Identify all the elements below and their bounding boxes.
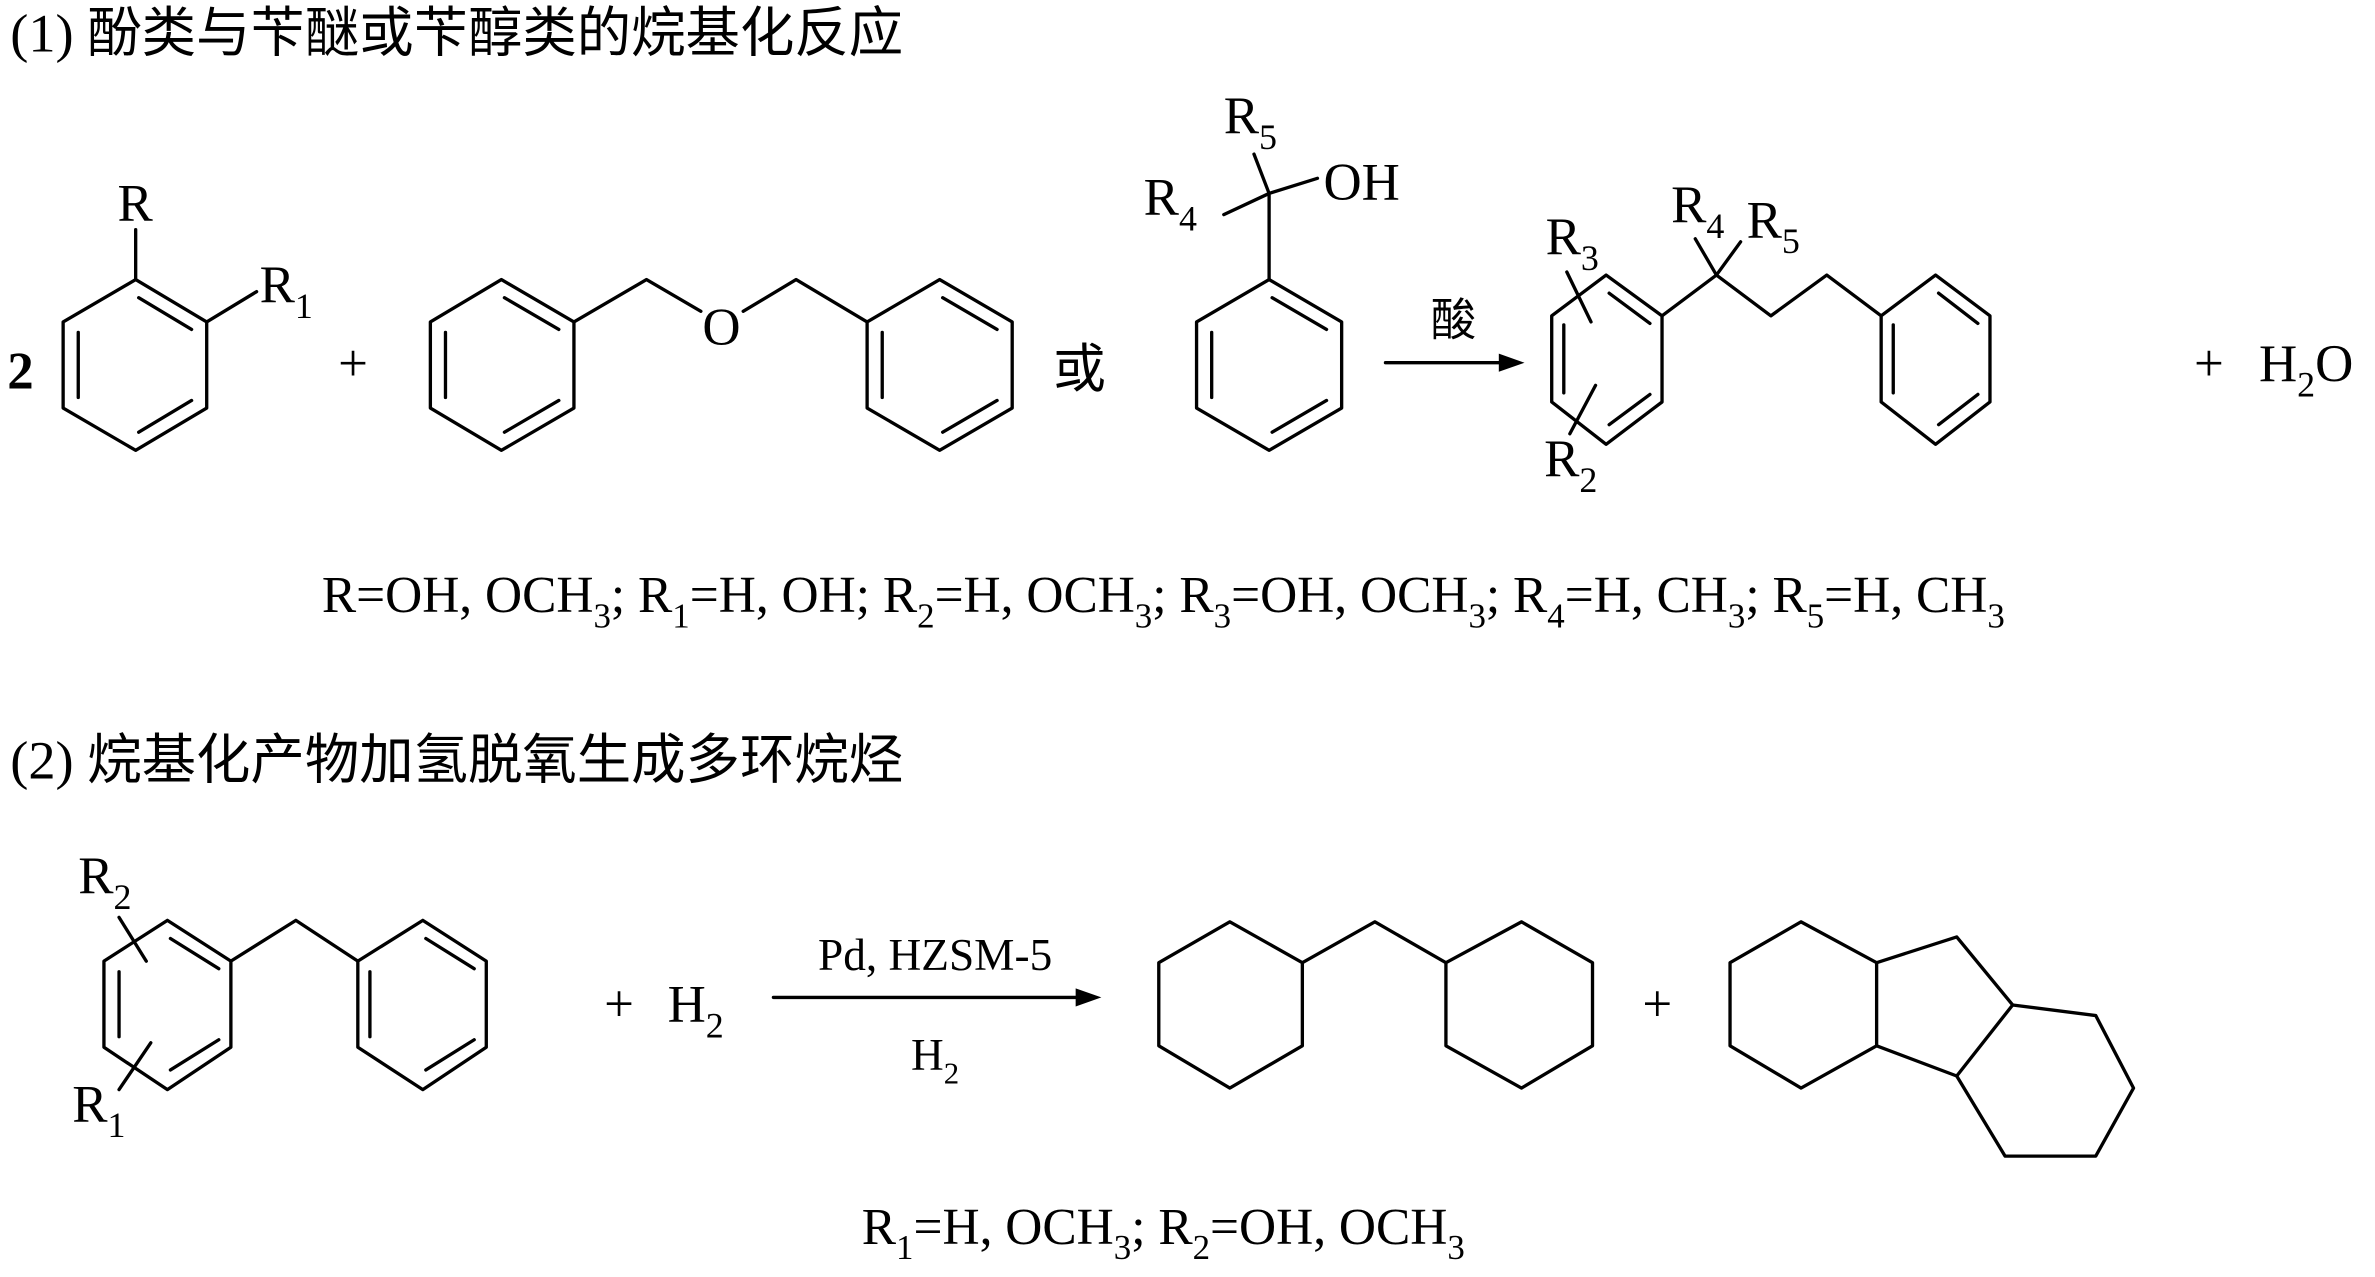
- text-segment: =H, OCH: [935, 567, 1135, 624]
- subscript: 1: [295, 286, 313, 326]
- text-segment: O: [2315, 335, 2353, 393]
- subscript: 2: [944, 1057, 959, 1091]
- text-segment: R: [1544, 430, 1580, 488]
- plus-sign: +: [604, 976, 634, 1034]
- subscript: 2: [1193, 1228, 1210, 1267]
- text-segment: ; R: [611, 567, 673, 624]
- text-segment: =H, CH: [1824, 567, 1987, 624]
- catalyst-acid: 酸: [1431, 295, 1476, 345]
- text-segment: =H, OH; R: [690, 567, 918, 624]
- text-segment: R: [1546, 208, 1582, 266]
- text-segment: H: [2259, 335, 2297, 393]
- label-r4-product: R4: [1671, 176, 1724, 246]
- subscript: 3: [1447, 1228, 1464, 1267]
- subscript: 3: [1987, 596, 2004, 635]
- subscript: 5: [1259, 117, 1277, 157]
- subscript: 2: [1579, 460, 1597, 500]
- text-segment: O: [702, 299, 740, 357]
- text-segment: ; R: [1131, 1199, 1193, 1256]
- water-product: H2O: [2259, 335, 2353, 405]
- subscript: 2: [114, 877, 132, 917]
- text-segment: R: [1144, 169, 1180, 227]
- text-segment: R: [78, 847, 114, 905]
- text-segment: ; R: [1152, 567, 1214, 624]
- subscript: 3: [1468, 596, 1485, 635]
- subscript: 3: [1114, 1228, 1131, 1267]
- text-segment: R: [1671, 176, 1707, 234]
- alkylation-product: R3 R2 R4 R5: [1544, 176, 1992, 500]
- text-segment: ; R: [1745, 567, 1807, 624]
- part1-title: (1) 酚类与苄醚或苄醇类的烷基化反应: [10, 3, 903, 63]
- part2-substituent-definitions: R1=H, OCH3; R2=OH, OCH3: [862, 1199, 1465, 1267]
- text-segment: R: [260, 256, 296, 314]
- hydrogen-reactant: H2: [668, 976, 724, 1046]
- ether-oxygen: O: [702, 299, 740, 357]
- subscript: 2: [917, 596, 934, 635]
- text-segment: OH: [1324, 153, 1400, 211]
- label-r4: R4: [1144, 169, 1197, 239]
- text-segment: R: [1747, 191, 1783, 249]
- plus-sign: +: [338, 335, 368, 393]
- condition-h2: H2: [911, 1030, 959, 1091]
- part2-title: (2) 烷基化产物加氢脱氧生成多环烷烃: [10, 730, 903, 790]
- text-segment: ; R: [1486, 567, 1548, 624]
- subscript: 4: [1706, 206, 1724, 246]
- label-r2: R2: [1544, 430, 1597, 500]
- text-segment: R=OH, OCH: [322, 567, 594, 624]
- subscript: 2: [706, 1005, 724, 1045]
- benzyl-alcohol-reactant: R5 R4 OH: [1144, 87, 1400, 453]
- label-r1: R1: [72, 1075, 125, 1145]
- part1-substituent-definitions: R=OH, OCH3; R1=H, OH; R2=H, OCH3; R3=OH,…: [322, 567, 2005, 635]
- plus-sign: +: [1642, 976, 1672, 1034]
- subscript: 3: [593, 596, 610, 635]
- text-segment: R: [1224, 87, 1260, 145]
- subscript: 2: [2297, 365, 2315, 405]
- text-segment: R: [72, 1075, 108, 1133]
- subscript: 3: [1581, 238, 1599, 278]
- text-segment: R: [862, 1199, 897, 1256]
- subscript: 5: [1807, 596, 1824, 635]
- text-segment: R: [118, 175, 154, 233]
- subscript: 4: [1179, 198, 1197, 238]
- subscript: 1: [107, 1105, 125, 1145]
- label-r3: R3: [1546, 208, 1599, 278]
- label-r1: R1: [260, 256, 313, 326]
- perhydrofluorene-product: [1728, 920, 2136, 1158]
- dibenzyl-ether-reactant: O: [428, 277, 1014, 453]
- subscript: 3: [1214, 596, 1231, 635]
- subscript: 1: [896, 1228, 913, 1267]
- catalyst-pd-hzsm5: Pd, HZSM-5: [818, 930, 1052, 980]
- label-r5-product: R5: [1747, 191, 1800, 261]
- or-text: 或: [1053, 341, 1106, 399]
- phenol-reactant: 2 R R1: [7, 175, 313, 453]
- reaction-arrow-1: 酸: [1383, 295, 1525, 372]
- text-segment: =OH, OCH: [1231, 567, 1468, 624]
- label-r5: R5: [1224, 87, 1277, 157]
- label-r2: R2: [78, 847, 131, 917]
- stoichiometric-coefficient: 2: [7, 342, 33, 400]
- diphenylmethane-reactant: R2 R1: [72, 847, 488, 1145]
- plus-sign: +: [2194, 335, 2224, 393]
- label-r: R: [118, 175, 154, 233]
- subscript: 1: [672, 596, 689, 635]
- subscript: 3: [1728, 596, 1745, 635]
- text-segment: =H, OCH: [914, 1199, 1114, 1256]
- text-segment: =H, CH: [1565, 567, 1728, 624]
- subscript: 5: [1782, 221, 1800, 261]
- subscript: 3: [1135, 596, 1152, 635]
- dicyclohexylmethane-product: [1157, 920, 1595, 1090]
- label-oh: OH: [1324, 153, 1400, 211]
- reaction-arrow-2: Pd, HZSM-5 H2: [771, 930, 1102, 1091]
- text-segment: =OH, OCH: [1210, 1199, 1447, 1256]
- text-segment: H: [668, 976, 706, 1034]
- text-segment: H: [911, 1030, 944, 1080]
- subscript: 4: [1547, 596, 1564, 635]
